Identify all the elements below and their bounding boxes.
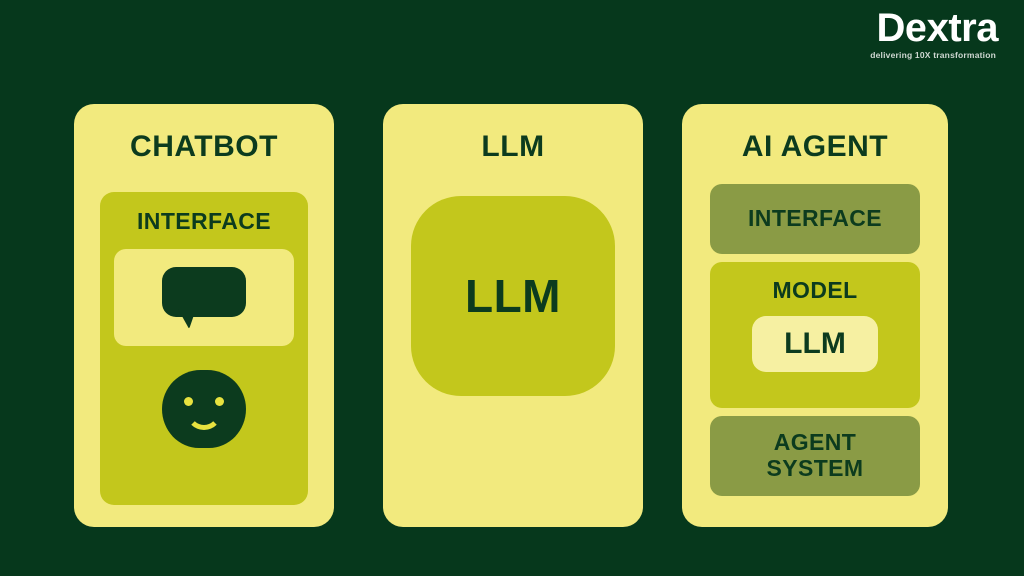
agent-system-label-line1: AGENT [773, 429, 857, 456]
card-chatbot-title: CHATBOT [130, 130, 278, 163]
brand-tagline: delivering 10X transformation [870, 50, 996, 60]
chatbot-interface-panel: INTERFACE [100, 192, 308, 505]
chatbot-interface-label: INTERFACE [137, 208, 271, 234]
smiley-face-icon [162, 370, 246, 448]
brand-wordmark: Dextra [876, 8, 998, 48]
agent-segment-model: MODEL LLM [710, 262, 920, 408]
brand-logo: Dextra delivering 10X transformation [870, 8, 998, 60]
smiley-right-eye-icon [215, 397, 224, 406]
llm-block-label: LLM [464, 270, 561, 322]
agent-interface-label: INTERFACE [748, 205, 882, 232]
card-chatbot: CHATBOT INTERFACE [74, 104, 334, 527]
smiley-left-eye-icon [184, 397, 193, 406]
agent-segment-interface: INTERFACE [710, 184, 920, 254]
chatbot-bubble-container [114, 249, 294, 346]
brand-name-part2: tra [948, 6, 998, 50]
brand-x-letter: x [927, 8, 949, 48]
agent-model-inner-llm-label: LLM [784, 326, 846, 360]
agent-model-label: MODEL [772, 277, 858, 303]
agent-system-label-line2: SYSTEM [766, 455, 864, 481]
brand-x-glyph: x [926, 6, 949, 50]
chat-bubble-icon [162, 267, 246, 317]
agent-model-inner-llm: LLM [752, 315, 878, 372]
card-ai-agent-title: AI AGENT [741, 130, 889, 163]
smiley-mouth-icon [186, 412, 222, 430]
card-llm-title: LLM [481, 130, 545, 163]
card-llm: LLM LLM [383, 104, 643, 527]
brand-name-part1: De [876, 6, 927, 50]
llm-block: LLM [411, 196, 615, 396]
